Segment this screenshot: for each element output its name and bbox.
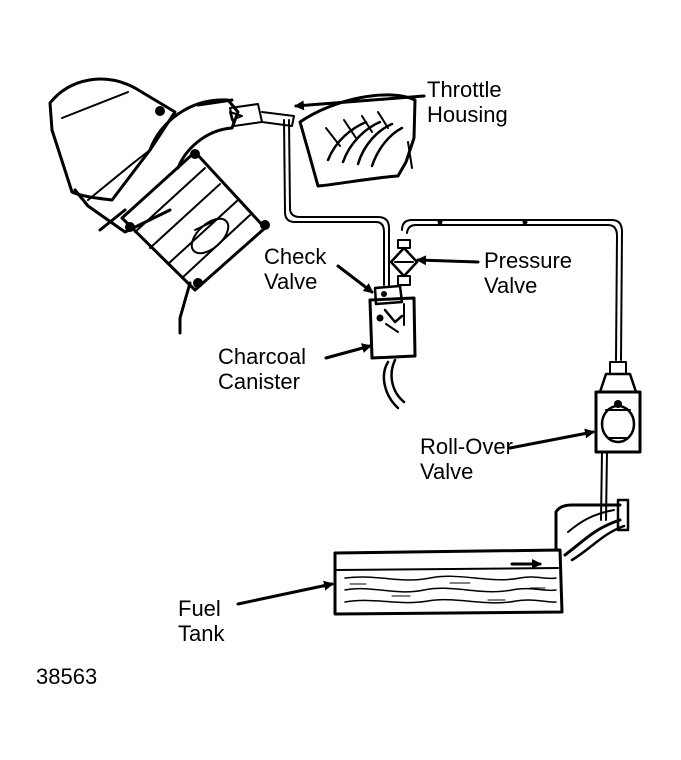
label-pressure-valve: Pressure Valve <box>484 248 572 298</box>
label-roll-over-valve: Roll-Over Valve <box>420 434 513 484</box>
charcoal-canister-body <box>368 284 417 360</box>
intake-plenum <box>229 93 417 188</box>
label-fuel-tank-line-2: Tank <box>178 621 225 646</box>
fuel-tank-body <box>333 498 630 616</box>
roll-over-valve-body <box>594 361 642 454</box>
label-charcoal-canister: Charcoal Canister <box>218 344 306 394</box>
air-cleaner-assembly <box>48 77 270 335</box>
label-throttle-housing: Throttle Housing <box>427 77 508 127</box>
pressure-valve-body <box>389 239 419 286</box>
figure-number: 38563 <box>36 664 98 689</box>
label-throttle-housing-line-2: Housing <box>427 102 508 127</box>
vapor-lines <box>283 119 623 521</box>
label-check-valve-line-1: Check <box>264 244 327 269</box>
arrow-charcoal-canister <box>324 343 372 360</box>
label-fuel-tank-line-1: Fuel <box>178 596 221 621</box>
arrow-throttle-housing <box>294 94 426 111</box>
label-roll-over-valve-line-2: Valve <box>420 459 474 484</box>
label-pressure-valve-line-1: Pressure <box>484 248 573 273</box>
label-throttle-housing-line-1: Throttle <box>427 77 502 102</box>
label-roll-over-valve-line-1: Roll-Over <box>420 434 513 459</box>
arrow-pressure-valve <box>416 255 480 266</box>
label-pressure-valve-line-2: Valve <box>484 273 538 298</box>
arrow-roll-over-valve <box>508 428 595 450</box>
label-charcoal-canister-line-1: Charcoal <box>218 344 307 369</box>
label-charcoal-canister-line-2: Canister <box>218 369 300 394</box>
arrow-check-valve <box>336 264 374 294</box>
label-fuel-tank: Fuel Tank <box>178 596 224 646</box>
leader-arrows <box>236 94 595 606</box>
label-check-valve: Check Valve <box>264 244 326 294</box>
arrow-fuel-tank <box>236 580 334 606</box>
label-check-valve-line-2: Valve <box>264 269 318 294</box>
